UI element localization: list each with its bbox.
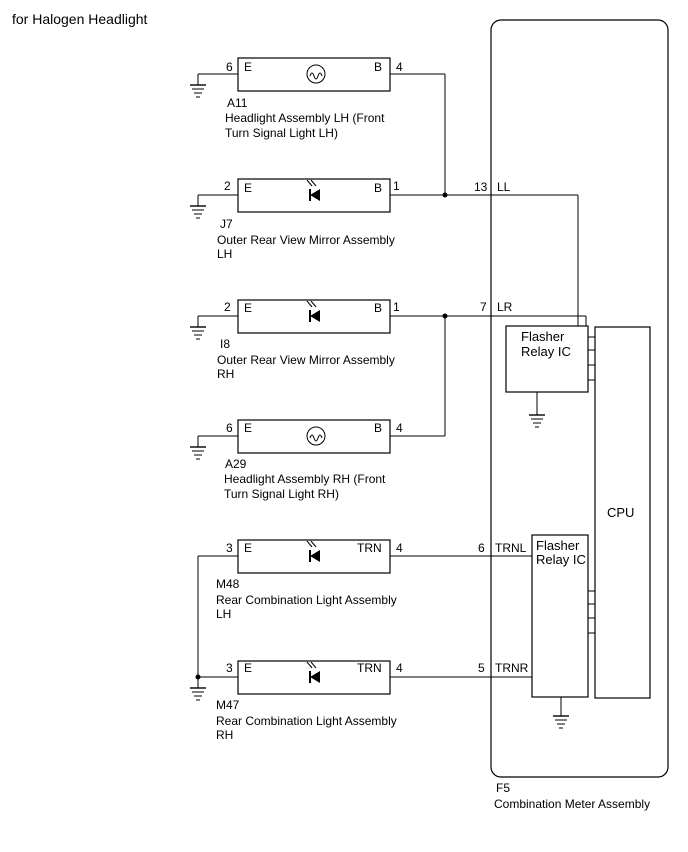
i8-pin-right: 1 (393, 300, 400, 314)
ground-icon (190, 687, 206, 701)
j7-pin-right: 1 (393, 179, 400, 193)
i8-terminal-left: E (244, 301, 252, 315)
m48-terminal-right: TRN (357, 541, 382, 555)
a11-code: A11 (227, 96, 248, 110)
meter-terminal-ll: LL (497, 180, 511, 194)
a11-name-2: Turn Signal Light LH) (225, 126, 338, 140)
flasher-upper-label-2: Relay IC (521, 344, 571, 359)
i8-name-1: Outer Rear View Mirror Assembly (217, 353, 395, 367)
meter-pin-lr: 7 (480, 300, 487, 314)
meter-terminal-trnr: TRNR (495, 661, 529, 675)
lamp-icon (306, 426, 326, 446)
i8-pin-left: 2 (224, 300, 231, 314)
a29-pin-right: 4 (396, 421, 403, 435)
flasher-lower-label-2: Relay IC (536, 552, 586, 567)
ground-icon (190, 326, 206, 340)
ground-icon (529, 414, 545, 428)
meter-terminal-trnl: TRNL (495, 541, 527, 555)
j7-name-2: LH (217, 247, 232, 261)
m48-pin-right: 4 (396, 541, 403, 555)
a11-pin-right: 4 (396, 60, 403, 74)
a29-code: A29 (225, 457, 247, 471)
a29-pin-left: 6 (226, 421, 233, 435)
j7-terminal-right: B (374, 181, 382, 195)
j7-code: J7 (220, 217, 233, 231)
combination-meter-outline (490, 19, 669, 778)
component-i8: E B 2 1 I8 Outer Rear View Mirror Assemb… (217, 299, 400, 381)
ground-icon (190, 446, 206, 460)
component-a11: E B 6 4 A11 Headlight Assembly LH (Front… (225, 57, 403, 140)
meter-pin-trnl: 6 (478, 541, 485, 555)
a11-name-1: Headlight Assembly LH (Front (225, 111, 385, 125)
a29-name-1: Headlight Assembly RH (Front (224, 472, 386, 486)
m47-pin-right: 4 (396, 661, 403, 675)
m48-code: M48 (216, 577, 240, 591)
diagram-title: for Halogen Headlight (12, 11, 148, 27)
m47-terminal-right: TRN (357, 661, 382, 675)
a29-terminal-right: B (374, 421, 382, 435)
m48-pin-left: 3 (226, 541, 233, 555)
j7-pin-left: 2 (224, 179, 231, 193)
meter-pin-ll: 13 (474, 180, 488, 194)
m48-terminal-left: E (244, 541, 252, 555)
a29-terminal-left: E (244, 421, 252, 435)
a29-name-2: Turn Signal Light RH) (224, 487, 339, 501)
a11-terminal-left: E (244, 60, 252, 74)
cpu-label: CPU (607, 505, 634, 520)
i8-code: I8 (220, 337, 230, 351)
led-icon (306, 179, 320, 201)
meter-code: F5 (496, 781, 510, 795)
j7-terminal-left: E (244, 181, 252, 195)
ground-icon (190, 84, 206, 98)
meter-terminal-lr: LR (497, 300, 513, 314)
component-m48: E TRN 3 4 M48 Rear Combination Light Ass… (216, 539, 403, 621)
flasher-relay-ic-lower (531, 534, 589, 698)
flasher-lower-label-1: Flasher (536, 538, 580, 553)
ground-icon (553, 715, 569, 729)
m48-name-1: Rear Combination Light Assembly (216, 593, 397, 607)
component-m47: E TRN 3 4 M47 Rear Combination Light Ass… (216, 660, 403, 742)
a11-pin-left: 6 (226, 60, 233, 74)
m47-code: M47 (216, 698, 240, 712)
i8-terminal-right: B (374, 301, 382, 315)
flasher-relay-ic-upper (505, 325, 589, 393)
i8-name-2: RH (217, 367, 234, 381)
m47-terminal-left: E (244, 661, 252, 675)
m47-pin-left: 3 (226, 661, 233, 675)
led-icon (306, 661, 320, 683)
m47-name-1: Rear Combination Light Assembly (216, 714, 397, 728)
led-icon (306, 540, 320, 562)
component-j7: E B 2 1 J7 Outer Rear View Mirror Assemb… (217, 178, 400, 261)
led-icon (306, 300, 320, 322)
meter-pin-trnr: 5 (478, 661, 485, 675)
cpu-block (594, 326, 651, 699)
a11-terminal-right: B (374, 60, 382, 74)
component-a29: E B 6 4 A29 Headlight Assembly RH (Front… (224, 419, 403, 501)
lamp-icon (306, 64, 326, 84)
ground-icon (190, 205, 206, 219)
meter-name: Combination Meter Assembly (494, 797, 650, 811)
flasher-upper-label-1: Flasher (521, 329, 565, 344)
j7-name-1: Outer Rear View Mirror Assembly (217, 233, 395, 247)
m47-name-2: RH (216, 728, 233, 742)
m48-name-2: LH (216, 607, 231, 621)
